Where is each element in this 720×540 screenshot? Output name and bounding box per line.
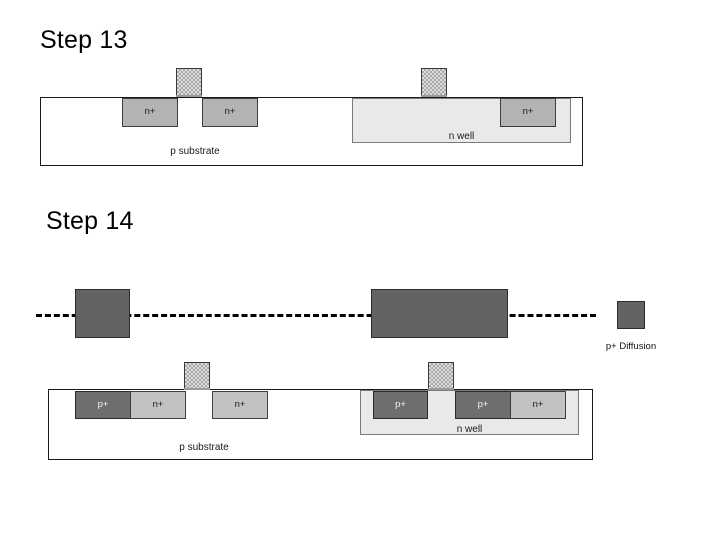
p-plus-region-14-a <box>75 391 131 419</box>
p-substrate-label-14: p substrate <box>179 442 229 453</box>
n-plus-region-13-b <box>202 98 258 127</box>
p-plus-label-14-a: p+ <box>97 399 109 410</box>
mask-rect-left <box>75 289 130 338</box>
n-plus-label-14-c: n+ <box>532 399 544 410</box>
p-substrate-label-13: p substrate <box>170 146 220 157</box>
step-13-title: Step 13 <box>40 26 128 54</box>
gate-oxide-14-pmos <box>428 388 454 390</box>
p-plus-label-14-c: p+ <box>477 399 489 410</box>
legend-label-p-diffusion: p+ Diffusion <box>605 341 657 352</box>
p-plus-label-14-b: p+ <box>395 399 406 410</box>
n-plus-label-13-b: n+ <box>224 106 236 117</box>
step-14-title: Step 14 <box>46 207 134 235</box>
gate-oxide-14-nmos <box>184 388 210 390</box>
poly-gate-13-nmos <box>176 68 202 97</box>
p-plus-region-14-b <box>373 391 428 419</box>
mask-rect-right <box>371 289 508 338</box>
n-well-label-14: n well <box>456 424 483 435</box>
n-plus-region-13-a <box>122 98 178 127</box>
n-well-label-13: n well <box>448 131 475 142</box>
cut-line-left <box>36 314 596 317</box>
n-plus-region-13-c <box>500 98 556 127</box>
gate-oxide-13-nmos <box>176 95 202 97</box>
p-plus-region-14-c <box>455 391 511 419</box>
legend-swatch-p-diffusion <box>617 301 645 329</box>
n-plus-region-14-b <box>212 391 268 419</box>
poly-gate-14-pmos <box>428 362 454 390</box>
gate-oxide-13-pmos <box>421 95 447 97</box>
n-plus-label-13-a: n+ <box>144 106 156 117</box>
n-plus-label-14-a: n+ <box>152 399 164 410</box>
n-plus-region-14-a <box>130 391 186 419</box>
n-plus-region-14-c <box>510 391 566 419</box>
n-plus-label-14-b: n+ <box>234 399 246 410</box>
n-plus-label-13-c: n+ <box>522 106 534 117</box>
poly-gate-14-nmos <box>184 362 210 390</box>
poly-gate-13-pmos <box>421 68 447 97</box>
